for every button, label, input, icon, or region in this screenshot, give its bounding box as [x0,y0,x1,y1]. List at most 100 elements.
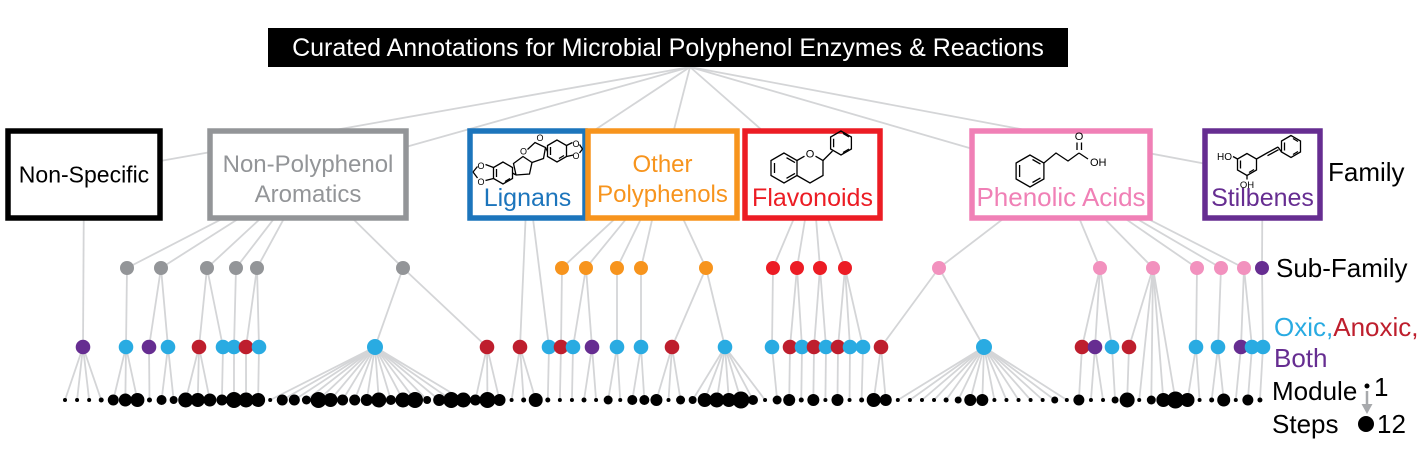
module-step-dot [1198,398,1202,402]
reaction-dot-both [142,340,157,355]
module-step-dot [773,396,782,405]
module-step-dot [349,395,360,406]
reaction-dot-oxic [252,340,267,355]
reaction-dot-anoxic [874,340,889,355]
subfamily-dot [396,261,410,275]
reaction-dot-anoxic [665,340,680,355]
svg-text:O: O [477,161,484,171]
oxic-label: Oxic, [1274,312,1333,342]
module-step-dot [618,398,622,402]
module-step-dot [108,395,119,406]
module-step-dot [1065,398,1069,402]
module-step-dot [799,398,804,403]
module-step-dot [170,396,178,404]
legend-min-dot [1365,384,1370,389]
module-step-dot [955,397,962,404]
module-step-dot [63,398,67,402]
module-steps-legend: 1 12 [1358,372,1406,439]
module-step-dot [582,398,587,403]
subfamily-level-label: Sub-Family [1276,253,1407,283]
module-step-dot [867,393,881,407]
subfamily-dot [813,261,827,275]
module-step-dot [324,393,338,407]
module-label-line1: Module [1272,376,1357,406]
module-step-dot [130,393,144,407]
module-step-dot [494,394,506,406]
module-step-dot [823,398,827,402]
module-step-dot [594,398,598,402]
module-step-dot [510,398,514,402]
both-label: Both [1274,343,1328,373]
module-step-dot [407,392,423,408]
module-step-dot [627,395,637,405]
subfamily-dot [932,261,946,275]
subfamily-dot [1255,261,1269,275]
reaction-dot-oxic [161,340,176,355]
subfamily-dot [610,261,624,275]
module-step-dot [992,398,996,402]
module-step-dot [604,396,613,405]
subfamily-dot [579,261,593,275]
subfamily-dot [1146,261,1160,275]
subfamily-dot [1214,261,1228,275]
reaction-dot-oxic [1189,340,1204,355]
family-box-label: Other [632,151,692,178]
family-box-phenolic-acids: Phenolic Acids [972,131,1150,218]
reaction-dot-oxic [1256,340,1271,355]
module-step-dot [639,395,649,405]
module-step-dot [807,394,819,406]
module-step-dot [268,398,272,402]
reaction-dot-oxic [1211,340,1226,355]
module-step-dot [521,398,526,403]
module-step-dot [277,395,288,406]
family-box-stilbenes: Stilbenes [1205,131,1320,218]
module-step-dot [896,398,900,402]
subfamily-dot [1093,261,1107,275]
reaction-dot-oxic [856,340,871,355]
module-step-dot [1004,398,1008,402]
reaction-dot-anoxic [1075,340,1090,355]
anoxic-label: Anoxic, [1333,312,1418,342]
reaction-dot-oxic [367,339,383,355]
subfamily-dot [790,261,804,275]
module-step-dot [191,393,205,407]
module-step-dot [87,398,91,402]
subfamily-dot [1237,261,1251,275]
module-step-dot [157,395,167,405]
reaction-dot-both [585,340,600,355]
family-box-label: Aromatics [255,181,362,208]
reaction-dot-both [1088,340,1103,355]
module-step-dot [1217,394,1230,407]
svg-text:OH: OH [1240,180,1254,191]
reaction-dot-oxic [119,340,134,355]
module-step-dot [1089,398,1093,402]
svg-text:O: O [572,139,579,149]
module-step-dot [763,398,767,402]
reaction-dot-oxic [976,339,992,355]
reaction-dot-oxic [634,340,649,355]
module-step-dot [1137,398,1141,402]
module-step-dot [1029,398,1033,402]
family-box-label: Non-Polyphenol [223,151,394,178]
reaction-dot-anoxic [513,340,528,355]
module-step-dot [470,395,481,406]
svg-text:OH: OH [1090,157,1107,169]
reaction-dot-anoxic [1122,340,1137,355]
svg-text:O: O [477,177,484,187]
module-step-dot [456,393,471,408]
module-step-dot [479,392,495,408]
reaction-dot-anoxic [192,340,207,355]
module-step-dot [1234,398,1238,402]
family-box-flavonoids: Flavonoids [745,131,880,218]
module-step-dot [361,394,373,406]
subfamily-dot [154,261,168,275]
module-step-dot [650,394,662,406]
legend-max-dot [1358,416,1374,432]
family-box-non-specific: Non-Specific [8,131,160,218]
reaction-dot-oxic [566,340,581,355]
subfamily-dot [250,261,264,275]
reaction-dots [76,339,1271,355]
